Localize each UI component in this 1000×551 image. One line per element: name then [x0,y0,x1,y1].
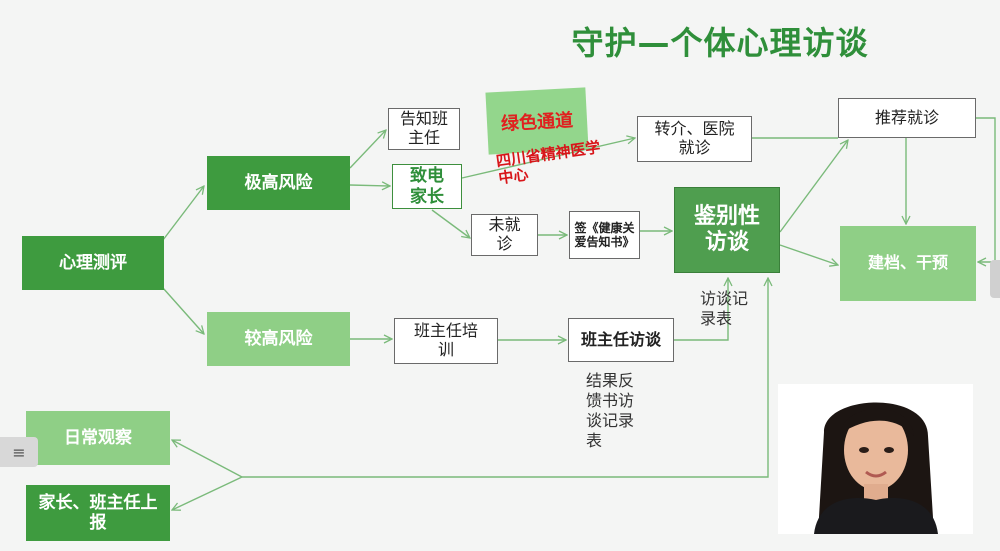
presenter-portrait-icon [778,384,973,534]
interview-record-text-1: 访谈记录表 [700,289,749,328]
node-sign-letter: 签《健康关爱告知书》 [569,211,640,259]
node-referral-hospital: 转介、医院就诊 [637,116,752,162]
arrow-feed-observation [172,440,243,478]
node-extreme-risk-label: 极高风险 [244,172,313,193]
node-teacher-training: 班主任培训 [394,318,498,364]
node-inform-teacher-label: 告知班主任 [399,109,448,147]
node-teacher-interview-label: 班主任访谈 [581,329,662,349]
node-teacher-training-label: 班主任培训 [413,321,478,359]
node-parent-report-label: 家长、班主任上报 [38,492,158,533]
arrow-feed-report [172,476,243,510]
arrow-interview-differential [674,278,728,341]
green-channel-label: 绿色通道 [500,110,574,135]
node-call-parents-label: 致电家长 [410,166,444,207]
node-daily-observation: 日常观察 [26,411,170,465]
node-sign-letter-label: 签《健康关爱告知书》 [574,220,635,249]
node-call-parents: 致电家长 [392,164,462,209]
arrow-extreme-call [349,185,390,186]
arrow-recommend-right [975,117,996,262]
node-referral-hospital-label: 转介、医院就诊 [654,119,735,157]
node-inform-teacher: 告知班主任 [388,108,460,150]
node-differential-interview: 鉴别性访谈 [674,187,780,273]
arrow-extreme-inform [349,130,386,169]
node-high-risk: 较高风险 [207,312,350,366]
right-edge-handle[interactable] [990,260,1000,298]
menu-icon-glyph: ≡ [12,442,26,462]
node-assessment-label: 心理测评 [59,252,127,273]
node-parent-report: 家长、班主任上报 [26,485,170,541]
node-daily-observation-label: 日常观察 [64,427,132,448]
node-recommend-treatment: 推荐就诊 [838,98,976,138]
node-not-treated: 未就诊 [471,214,538,256]
node-extreme-risk: 极高风险 [207,156,350,210]
node-assessment: 心理测评 [22,236,164,290]
node-file-intervene-label: 建档、干预 [867,253,948,273]
menu-icon[interactable]: ≡ [0,437,38,467]
arrow-call-nottreated [431,209,470,238]
presenter-video [778,384,973,534]
node-teacher-interview: 班主任访谈 [568,318,674,362]
arrow-bottom-feed [242,278,768,478]
feedback-record-text: 结果反馈书访谈记录表 [586,371,635,450]
node-not-treated-label: 未就诊 [488,215,521,253]
node-differential-interview-label: 鉴别性访谈 [693,204,760,255]
slide-title: 守护—个体心理访谈 [571,24,869,62]
node-file-intervene: 建档、干预 [840,226,976,301]
arrow-differential-recommend [779,140,848,233]
arrow-differential-file [779,244,838,265]
arrow-assess-high [162,287,204,334]
node-high-risk-label: 较高风险 [244,328,313,349]
node-recommend-treatment-label: 推荐就诊 [874,107,939,127]
arrow-call-referral [461,138,635,179]
arrow-assess-extreme [162,186,204,241]
